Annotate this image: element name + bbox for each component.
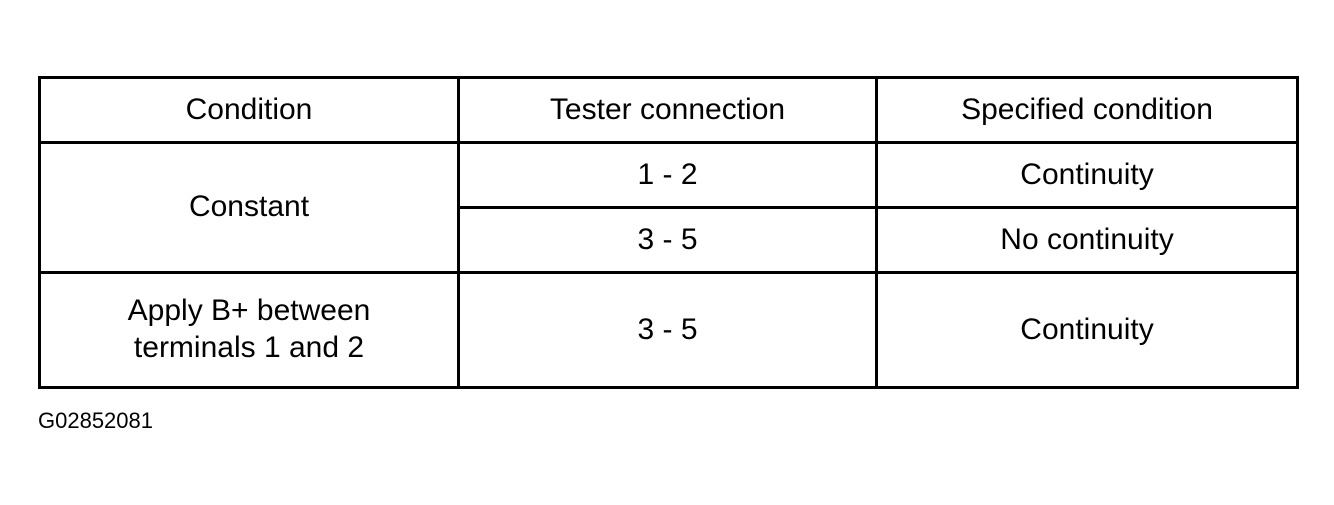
condition-cell: Apply B+ between terminals 1 and 2 [38, 271, 460, 389]
table-row: 3 - 5 No continuity [40, 206, 1299, 274]
tester-connection-cell: 1 - 2 [457, 141, 878, 209]
condition-cell: Constant [38, 141, 460, 274]
specified-condition-cell: Continuity [875, 271, 1299, 389]
tester-connection-cell: 3 - 5 [457, 271, 878, 389]
header-condition: Condition [38, 76, 460, 144]
header-tester-connection: Tester connection [457, 76, 878, 144]
condition-line: terminals 1 and 2 [133, 331, 365, 364]
header-specified-condition: Specified condition [875, 76, 1299, 144]
continuity-spec-table: Condition Tester connection Specified co… [38, 76, 1299, 389]
condition-line: Apply B+ between [127, 294, 371, 328]
table-row: Apply B+ between terminals 1 and 2 3 - 5… [38, 271, 1299, 389]
specified-condition-cell: No continuity [875, 206, 1299, 274]
table-row: Constant 1 - 2 Continuity [38, 141, 1299, 274]
table-header-row: Condition Tester connection Specified co… [38, 76, 1299, 144]
specified-condition-cell: Continuity [875, 141, 1299, 209]
tester-connection-cell: 3 - 5 [457, 206, 878, 274]
figure-id: G02852081 [38, 408, 153, 433]
